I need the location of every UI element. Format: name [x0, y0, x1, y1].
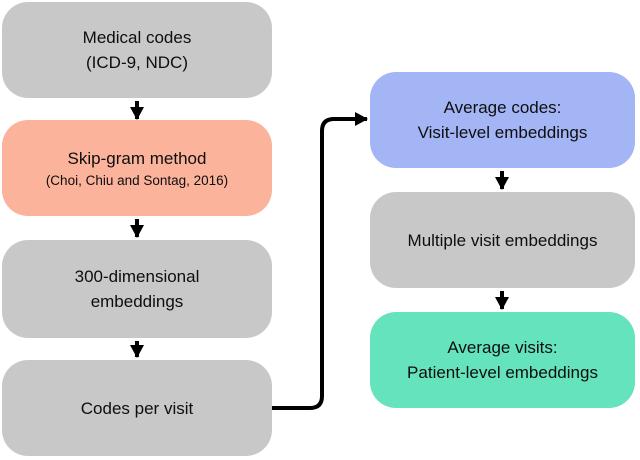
- node-label: Codes per visit: [80, 398, 194, 418]
- node-sublabel: (ICD-9, NDC): [86, 53, 188, 72]
- node-label: Multiple visit embeddings: [407, 230, 598, 250]
- node-label: Skip-gram method: [67, 148, 207, 168]
- node-label-line2: Visit-level embeddings: [417, 123, 588, 142]
- elbow-arrow-codesvisit-to-visitlevel: [272, 112, 368, 410]
- node-medical-codes: Medical codes (ICD-9, NDC): [2, 2, 272, 98]
- node-label: Average visits:: [447, 338, 558, 357]
- node-label: 300-dimensional: [74, 267, 200, 286]
- node-visit-level-embeddings: Average codes: Visit-level embeddings: [370, 72, 635, 168]
- node-citation: (Choi, Chiu and Sontag, 2016): [45, 172, 229, 188]
- node-label-line2: Patient-level embeddings: [407, 363, 598, 382]
- node-label: Average codes:: [443, 98, 562, 117]
- node-skip-gram-method: Skip-gram method (Choi, Chiu and Sontag,…: [2, 120, 272, 216]
- node-patient-level-embeddings: Average visits: Patient-level embeddings: [370, 312, 635, 408]
- node-label-line2: embeddings: [90, 292, 184, 311]
- node-multiple-visit-embeddings: Multiple visit embeddings: [370, 192, 635, 288]
- node-label: Medical codes: [82, 28, 192, 47]
- node-300-dimensional-embeddings: 300-dimensional embeddings: [2, 240, 272, 338]
- node-codes-per-visit: Codes per visit: [2, 360, 272, 456]
